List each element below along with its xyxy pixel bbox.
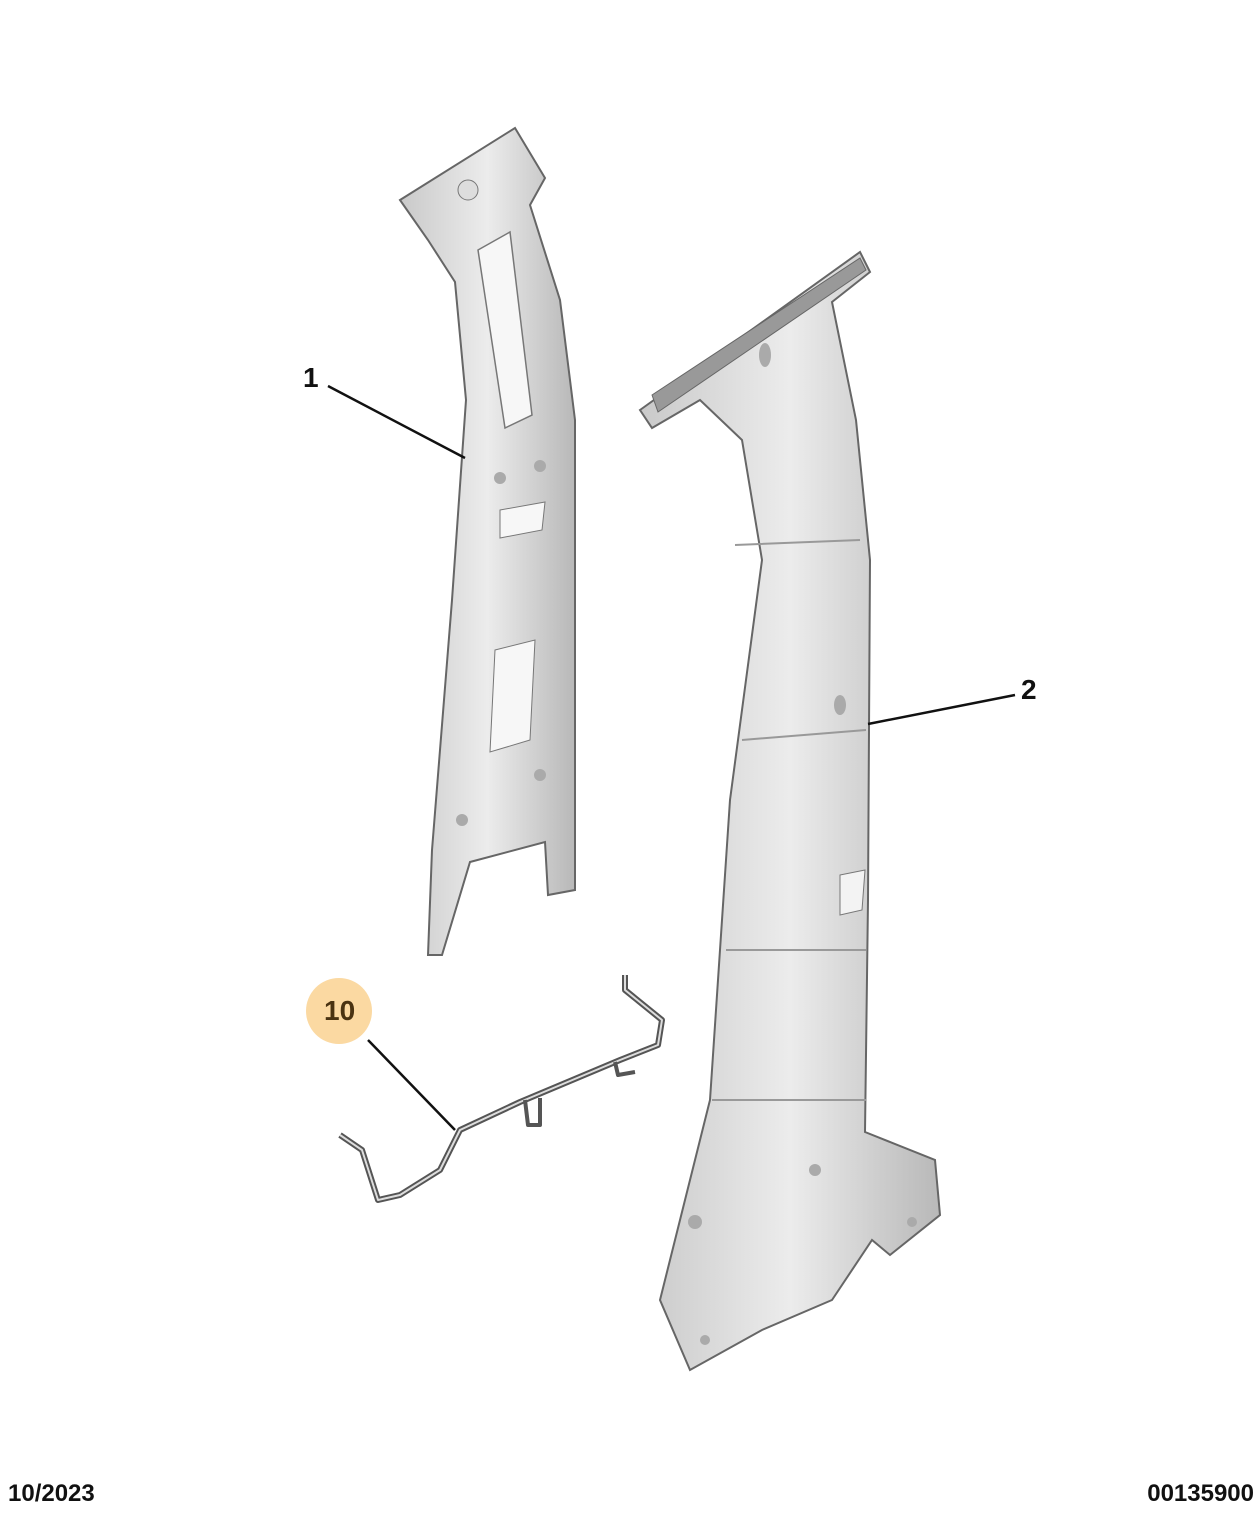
footer-date: 10/2023 [8, 1480, 95, 1507]
part-1-inner-pillar[interactable] [398, 126, 576, 956]
callout-highlight [306, 978, 372, 1044]
callout-2[interactable]: 2 [1021, 674, 1037, 705]
callout-10[interactable]: 10 [324, 995, 356, 1026]
leader-lines [327, 384, 1016, 1131]
part-10-wire-bracket[interactable] [338, 975, 665, 1203]
part-2-outer-pillar[interactable] [638, 250, 942, 1372]
footer-code: 00135900 [1147, 1480, 1254, 1507]
callout-1[interactable]: 1 [303, 362, 319, 393]
